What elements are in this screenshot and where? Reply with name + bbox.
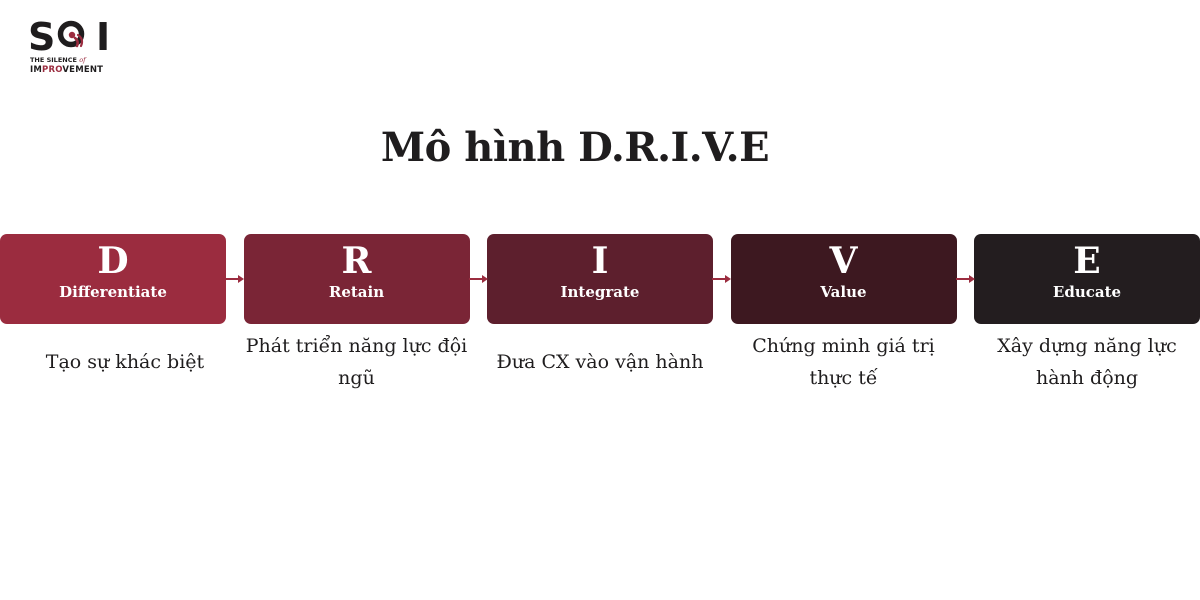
logo-letter-s: S (28, 15, 55, 59)
stage-letter: V (829, 240, 858, 282)
logo-tagline-bottom: IMPROVEMENT (30, 65, 104, 75)
stage-caption-d: Tạo sự khác biệt (45, 351, 205, 373)
arrow-right-icon (468, 275, 488, 283)
arrow-right-icon (712, 275, 731, 283)
stage-box-r: R Retain (243, 234, 470, 324)
arrow-right-icon (225, 275, 244, 283)
stage-word: Integrate (560, 283, 640, 301)
page-title: Mô hình D.R.I.V.E (380, 124, 770, 171)
logo-q-mark (57, 20, 85, 48)
stage-box-e: E Educate (974, 234, 1200, 324)
stage-letter: E (1073, 240, 1101, 282)
stage-word: Educate (1052, 283, 1122, 301)
stage-word: Differentiate (59, 283, 167, 301)
logo-tagline-top: THE SILENCE of (30, 56, 86, 64)
brand-logo: S I THE SILENCE of IMPROVEMENT (28, 16, 118, 80)
stage-caption-i: Đưa CX vào vận hành (496, 351, 704, 373)
stage-caption-v: Chứng minh giá trị thực tế (752, 335, 935, 389)
stage-caption-r: Phát triển năng lực đội ngũ (245, 335, 468, 389)
stage-box-i: I Integrate (487, 234, 713, 324)
stage-caption-e: Xây dựng năng lực hành động (997, 335, 1177, 389)
stage-word: Retain (328, 283, 385, 301)
stage-letter: I (591, 240, 609, 282)
stage-box-d: D Differentiate (0, 234, 226, 324)
arrow-right-icon (955, 275, 975, 283)
logo-letter-i: I (96, 15, 111, 59)
stage-word: Value (820, 283, 867, 301)
stage-box-v: V Value (730, 234, 957, 324)
stage-letter: D (97, 240, 129, 282)
stage-letter: R (341, 240, 372, 282)
